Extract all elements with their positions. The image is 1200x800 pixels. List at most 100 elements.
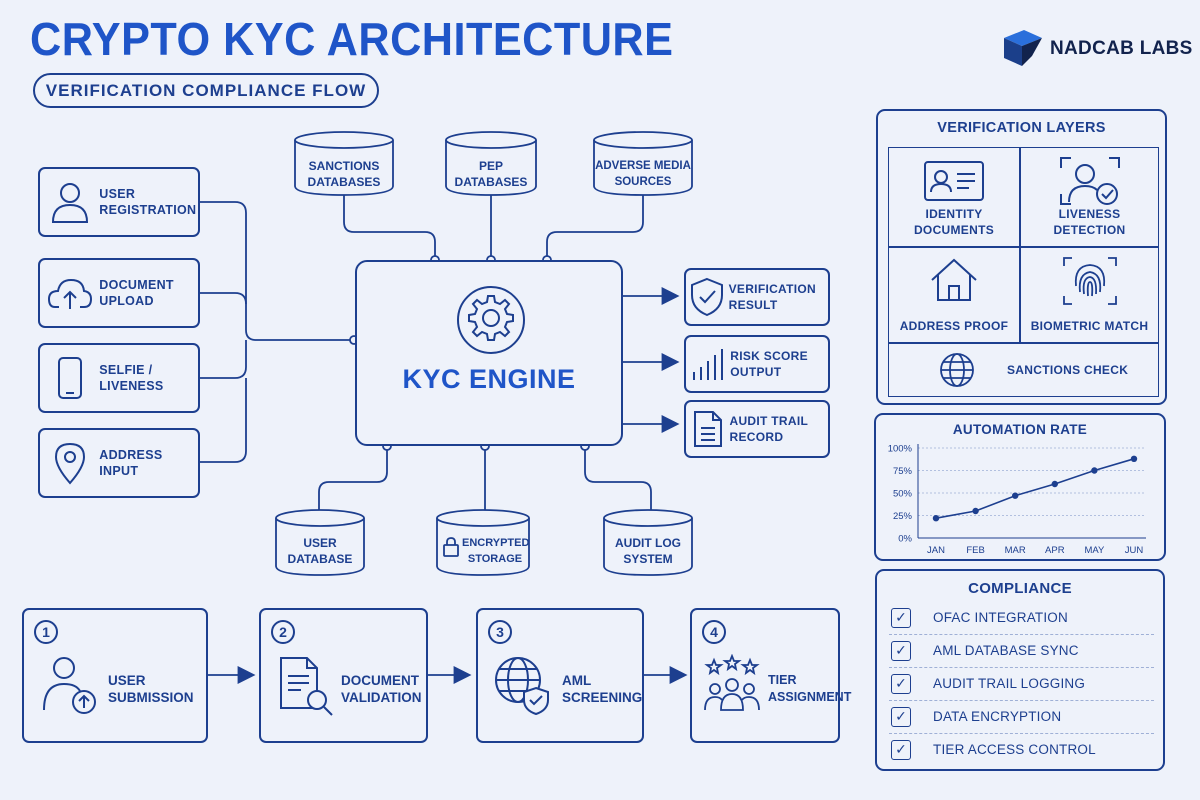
step-label: TIER ASSIGNMENT [768,673,852,704]
data-point [1130,455,1138,462]
step-number: 4 [702,620,726,644]
adverse-media-label: ADVERSE MEDIA SOURCES [595,160,691,188]
encrypted-storage-cylinder [436,509,530,576]
layer-label: BIOMETRIC MATCH [1030,319,1149,333]
step-number: 2 [271,620,295,644]
layer-label: ADDRESS PROOF [899,319,1009,333]
user-icon [51,183,88,223]
fingerprint-icon [1062,257,1117,305]
globe-icon [940,353,974,387]
y-tick-label: 100% [888,444,913,455]
encrypted-storage-label: ENCRYPTED STORAGE [462,537,530,565]
compliance-item[interactable]: ✓ OFAC INTEGRATION [889,601,1154,635]
output-label: RISK SCORE OUTPUT [730,349,808,379]
sanctions-database-cylinder [294,131,394,196]
shield-check-icon [691,277,724,317]
user-database-label: USER DATABASE [287,536,353,566]
globe-shield-icon [495,657,549,716]
y-tick-label: 50% [893,489,913,500]
x-tick-label: MAY [1084,545,1105,556]
user-upload-icon [43,657,96,714]
adverse-media-cylinder [593,131,693,196]
gear-icon [457,286,525,354]
brand-name: NADCAB LABS [1050,38,1193,59]
page-title: CRYPTO KYC ARCHITECTURE [30,13,674,65]
output-label: VERIFICATION RESULT [728,282,816,312]
step-number: 3 [488,620,512,644]
step-label: AML SCREENING [562,673,643,705]
group-stars-icon [704,654,760,711]
compliance-item[interactable]: ✓DATA ENCRYPTION [889,700,1154,734]
series-line [935,458,1135,519]
step-aml-screening[interactable]: 3 AML SCREENING [476,608,644,743]
compliance-label: OFAC INTEGRATION [933,609,1068,625]
verification-layers-title: VERIFICATION LAYERS [937,120,1106,136]
layer-identity-documents[interactable]: IDENTITY DOCUMENTS [888,147,1020,247]
location-pin-icon [54,442,85,485]
compliance-label: TIER ACCESS CONTROL [933,741,1096,757]
layer-address-proof[interactable]: ADDRESS PROOF [888,247,1020,343]
layer-label: LIVENESS DETECTION [1053,207,1126,237]
output-risk-score[interactable]: RISK SCORE OUTPUT [684,335,830,393]
layer-label: IDENTITY DOCUMENTS [913,207,995,237]
step-tier-assignment[interactable]: 4 TIER ASSIGNMENT [690,608,851,743]
user-database-cylinder [275,509,365,576]
output-label: AUDIT TRAIL RECORD [729,414,808,444]
x-tick-label: MAR [1005,545,1026,556]
input-address[interactable]: ADDRESS INPUT [38,428,200,498]
audit-log-cylinder [603,509,693,576]
compliance-item[interactable]: ✓AUDIT TRAIL LOGGING [889,667,1154,701]
compliance-item[interactable]: ✓ AML DATABASE SYNC [889,634,1154,668]
data-point [972,507,979,515]
kyc-engine-label: KYC ENGINE [402,364,576,394]
checkbox-checked-icon[interactable]: ✓ [891,739,911,760]
input-label: SELFIE / LIVENESS [99,363,164,393]
sanctions-database-label: SANCTIONS DATABASES [307,159,381,189]
data-point [1091,467,1098,474]
compliance-panel: COMPLIANCE ✓ OFAC INTEGRATION ✓ AML DATABA… [875,569,1165,771]
compliance-title: COMPLIANCE [968,580,1072,597]
audit-log-label: AUDIT LOG SYSTEM [615,536,681,566]
compliance-label: AML DATABASE SYNC [933,642,1079,658]
face-scan-icon [1059,157,1120,205]
pep-database-cylinder [445,131,537,196]
phone-icon [57,357,82,399]
input-user-registration[interactable]: USER REGISTRATION [38,167,200,237]
data-point [1012,492,1019,499]
input-document-upload[interactable]: DOCUMENT UPLOAD [38,258,200,328]
x-tick-label: FEB [966,545,984,556]
layer-liveness-detection[interactable]: LIVENESS DETECTION [1020,147,1159,247]
pep-database-label: PEP DATABASES [454,159,528,189]
output-verification-result[interactable]: VERIFICATION RESULT [684,268,830,326]
output-audit-trail[interactable]: AUDIT TRAIL RECORD [684,400,830,458]
step-label: USER SUBMISSION [108,673,194,705]
checkbox-checked-icon[interactable]: ✓ [891,640,911,661]
checkbox-checked-icon[interactable]: ✓ [891,673,911,694]
y-tick-label: 25% [893,511,913,522]
layer-sanctions-check[interactable]: SANCTIONS CHECK [888,343,1159,397]
layer-label: SANCTIONS CHECK [1007,363,1129,377]
step-user-submission[interactable]: 1 USER SUBMISSION [22,608,208,743]
id-card-icon [924,161,984,201]
step-number: 1 [34,620,58,644]
document-search-icon [280,657,333,716]
input-label: ADDRESS INPUT [99,448,163,478]
input-label: USER REGISTRATION [99,187,197,217]
checkbox-checked-icon[interactable]: ✓ [891,706,911,727]
step-label: DOCUMENT VALIDATION [341,673,422,705]
step-document-validation[interactable]: 2 DOCUMENT VALIDATION [259,608,428,743]
compliance-item[interactable]: ✓ TIER ACCESS CONTROL [889,733,1154,766]
page-subtitle: VERIFICATION COMPLIANCE FLOW [33,73,379,108]
verification-layers-panel: VERIFICATION LAYERS IDENTITY DOCUMENTS L… [876,109,1167,405]
house-icon [931,258,977,301]
layer-biometric-match[interactable]: BIOMETRIC MATCH [1020,247,1159,343]
kyc-engine[interactable]: KYC ENGINE [355,260,623,446]
input-selfie-liveness[interactable]: SELFIE / LIVENESS [38,343,200,413]
brand-logo: NADCAB LABS [1002,30,1193,68]
checkbox-checked-icon[interactable]: ✓ [891,607,911,628]
input-label: DOCUMENT UPLOAD [99,278,174,308]
x-tick-label: APR [1045,545,1065,556]
x-tick-label: JAN [927,545,945,556]
